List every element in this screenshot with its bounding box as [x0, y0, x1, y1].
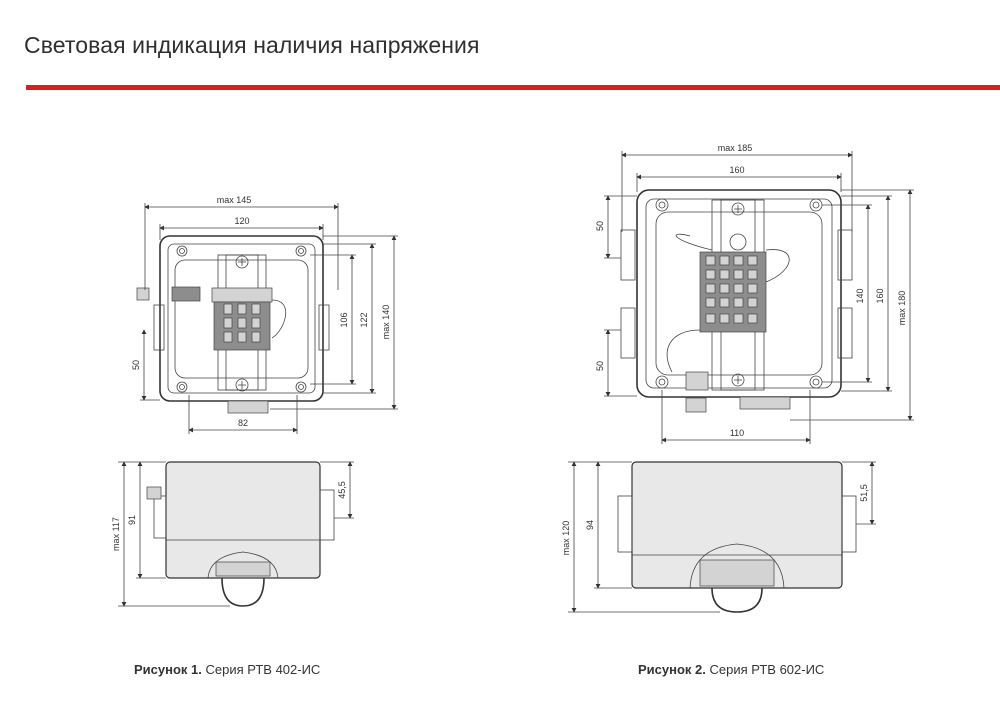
figure1-caption-text: Серия РТВ 402-ИС [201, 662, 321, 677]
figure2-caption-label: Рисунок 2. [638, 662, 706, 677]
fig2-dim-side-overall: max 120 [561, 521, 571, 556]
fig2-dim-inner-height: 140 [855, 288, 865, 303]
fig2-dim-overall-height: max 180 [897, 291, 907, 326]
fig1-dim-left-side: 50 [131, 360, 141, 370]
fig2-dim-overall-width: max 185 [718, 143, 753, 153]
fig2-dim-mount-width: 160 [729, 165, 744, 175]
fig2-dim-mount-height: 160 [875, 288, 885, 303]
fig1-side-view [118, 461, 354, 607]
fig2-dim-side-body: 94 [585, 520, 595, 530]
fig1-dim-side-gland: 45,5 [337, 481, 347, 499]
fig2-dim-left-top: 50 [595, 221, 605, 231]
fig1-dim-mount-height: 122 [359, 312, 369, 327]
fig1-dim-bottom-width: 82 [238, 418, 248, 428]
fig2-dim-bottom-width: 110 [730, 428, 744, 438]
title-rule [26, 85, 1000, 90]
figure2-caption: Рисунок 2. Серия РТВ 602-ИС [638, 662, 824, 677]
fig2-dim-side-gland: 51,5 [859, 484, 869, 502]
fig2-dim-left-bottom: 50 [595, 361, 605, 371]
fig2-top-view [604, 151, 914, 444]
page-title: Световая индикация наличия напряжения [24, 32, 480, 58]
fig2-side-view [568, 461, 876, 613]
fig1-dim-inner-height: 106 [339, 312, 349, 327]
figure1-caption: Рисунок 1. Серия РТВ 402-ИС [134, 662, 320, 677]
fig1-dim-overall-height: max 140 [381, 305, 391, 340]
figure2-caption-text: Серия РТВ 602-ИС [705, 662, 825, 677]
fig1-dim-side-overall: max 117 [111, 517, 121, 551]
fig1-dim-side-body: 91 [127, 515, 137, 525]
fig1-top-view [136, 203, 398, 434]
fig1-dim-mount-width: 120 [234, 216, 249, 226]
fig1-dim-overall-width: max 145 [217, 195, 252, 205]
figure1-caption-label: Рисунок 1. [134, 662, 202, 677]
